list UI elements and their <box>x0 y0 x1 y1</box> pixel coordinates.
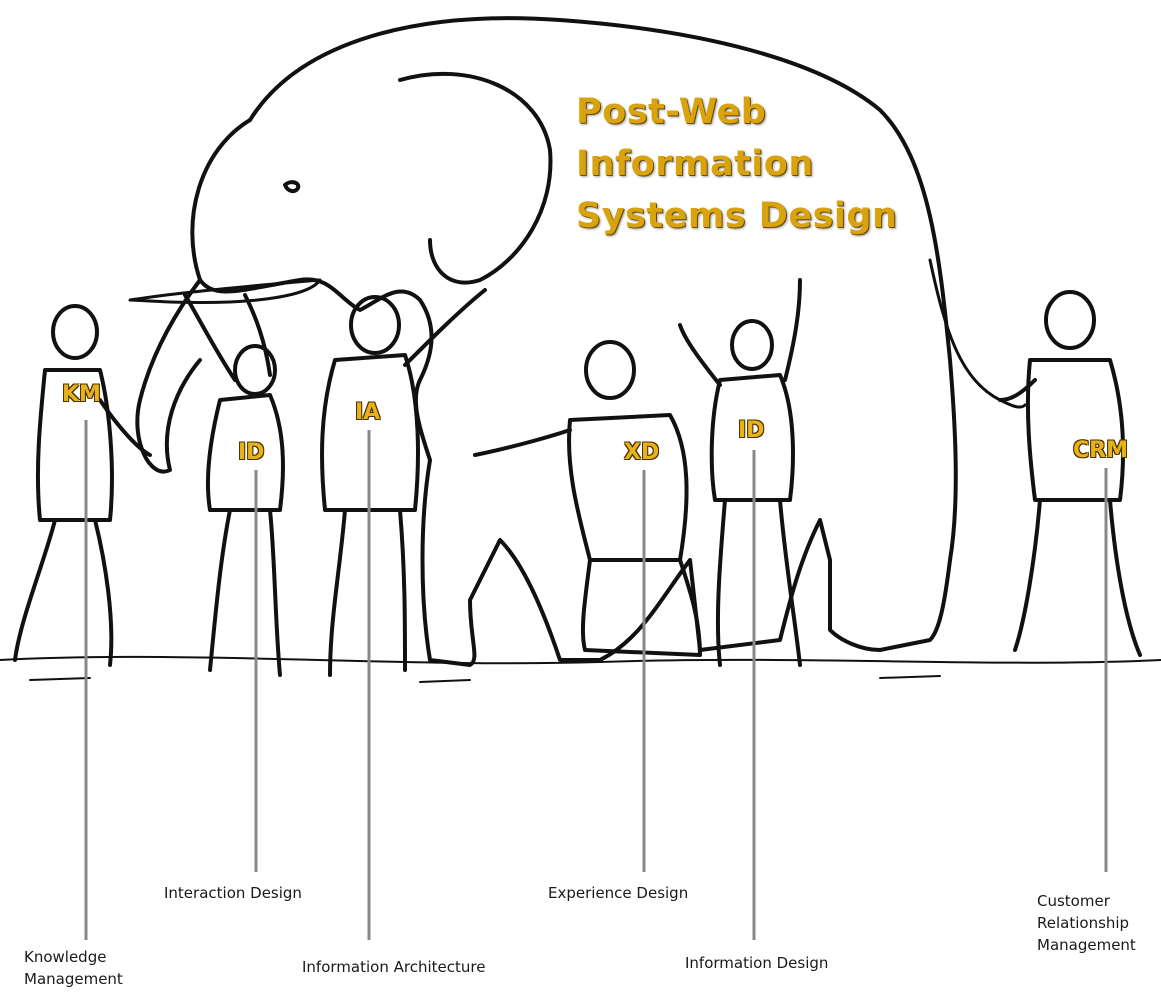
label-line: Experience Design <box>548 884 689 902</box>
figure-crm <box>998 290 1142 657</box>
label-xd: Experience Design <box>548 882 688 904</box>
label-id-information: Information Design <box>685 952 828 974</box>
abbr-km: KM <box>62 382 101 407</box>
label-ia: Information Architecture <box>302 956 485 978</box>
abbr-id-information: ID <box>738 418 765 443</box>
ground <box>0 655 1161 665</box>
title-line: Systems Design <box>576 196 898 236</box>
abbr-crm: CRM <box>1073 438 1128 463</box>
elephant-trunk <box>135 278 202 474</box>
label-line: Interaction Design <box>164 884 302 902</box>
elephant-eye <box>283 180 301 194</box>
elephant-tail <box>928 258 1027 409</box>
diagram-title: Post-Web Information Systems Design <box>576 86 897 242</box>
elephant-tusk <box>128 278 322 304</box>
label-line: Customer <box>1037 892 1110 910</box>
label-km: Knowledge Management <box>24 946 123 990</box>
figure-ia <box>320 288 487 677</box>
label-crm: Customer Relationship Management <box>1037 890 1136 956</box>
label-line: Management <box>24 970 123 988</box>
elephant-ear <box>398 71 553 285</box>
label-line: Management <box>1037 936 1136 954</box>
abbr-id-interaction: ID <box>238 440 265 465</box>
abbr-xd: XD <box>624 440 660 465</box>
label-line: Information Design <box>685 954 829 972</box>
label-id-interaction: Interaction Design <box>164 882 302 904</box>
title-line: Post-Web <box>576 92 767 132</box>
abbr-ia: IA <box>355 400 381 425</box>
label-line: Knowledge <box>24 948 107 966</box>
label-line: Information Architecture <box>302 958 486 976</box>
figure-xd <box>473 340 702 657</box>
label-line: Relationship <box>1037 914 1130 932</box>
leader-lines <box>84 420 1108 940</box>
title-line: Information <box>576 144 814 184</box>
figure-id-interaction <box>183 293 285 677</box>
figure-km <box>13 304 152 667</box>
figure-id-information <box>678 278 802 667</box>
